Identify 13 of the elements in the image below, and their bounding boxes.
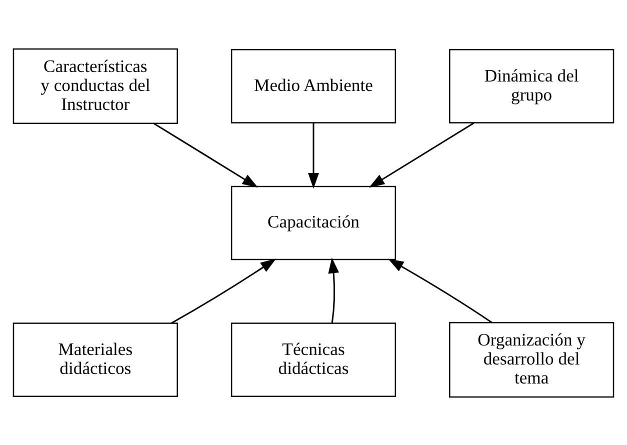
node-box: Dinámica del grupo bbox=[449, 48, 614, 123]
arrow bbox=[388, 258, 492, 323]
node-box: Materiales didácticos bbox=[12, 322, 178, 396]
arrow bbox=[171, 258, 276, 324]
node-box: Características y conductas del Instructor bbox=[12, 48, 178, 124]
arrow bbox=[153, 122, 258, 188]
node-box: Capacitación bbox=[230, 185, 396, 260]
node-box: Medio Ambiente bbox=[230, 48, 396, 123]
arrow bbox=[328, 257, 340, 323]
arrow bbox=[368, 122, 474, 188]
arrow bbox=[308, 122, 319, 188]
node-box: Organización y desarrollo del tema bbox=[449, 321, 614, 398]
node-box: Técnicas didácticas bbox=[230, 322, 396, 396]
